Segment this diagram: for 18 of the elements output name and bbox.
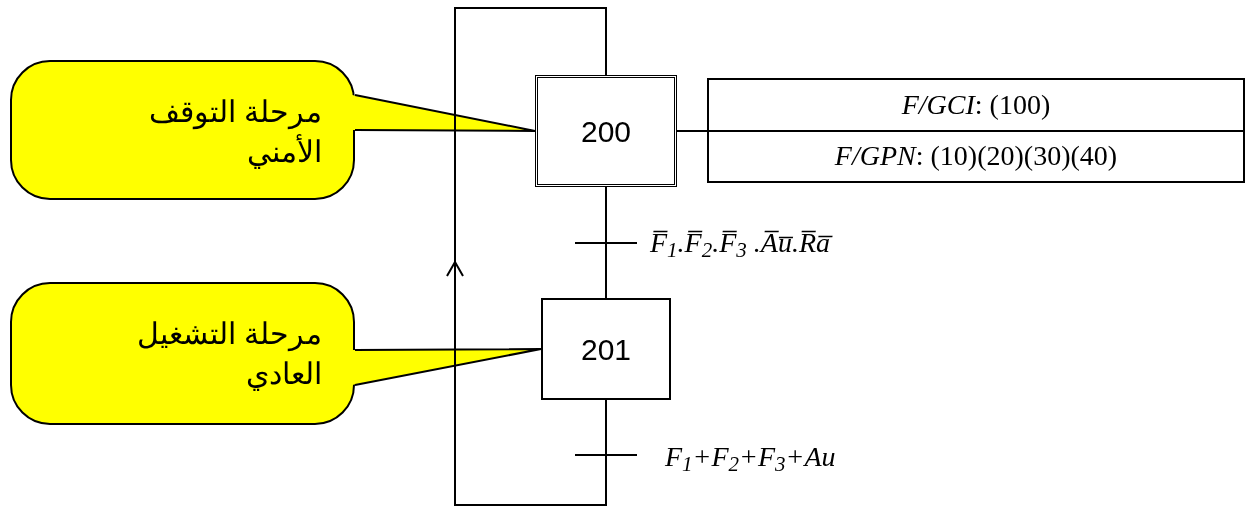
callout-text: مرحلة التوقف الأمني <box>147 94 322 171</box>
callout-text: مرحلة التشغيل العادي <box>135 316 322 393</box>
action-text: F/GCI: (100) <box>901 87 1051 122</box>
step-number: 200 <box>580 113 632 150</box>
step-number: 201 <box>580 331 632 368</box>
callout-pointer <box>352 348 542 386</box>
callout-pointer <box>352 94 536 132</box>
step-box <box>541 298 671 400</box>
action-box <box>707 78 1245 183</box>
transition-link <box>574 186 638 299</box>
action-text: F/GPN: (10)(20)(30)(40) <box>834 139 1118 174</box>
loop-back-link <box>446 7 638 506</box>
transition-condition: F$_{1}$+F$_{2}$+F$_{3}$+Au <box>665 440 836 478</box>
initial-step-box <box>535 75 677 187</box>
action-link <box>676 130 708 132</box>
transition-condition: F̅$_{1}$.F̅$_{2}$.F̅$_{3}$ .A̅u̅.R̅a̅ <box>650 226 831 264</box>
callout-bubble <box>10 60 355 200</box>
callout-bubble <box>10 282 355 425</box>
